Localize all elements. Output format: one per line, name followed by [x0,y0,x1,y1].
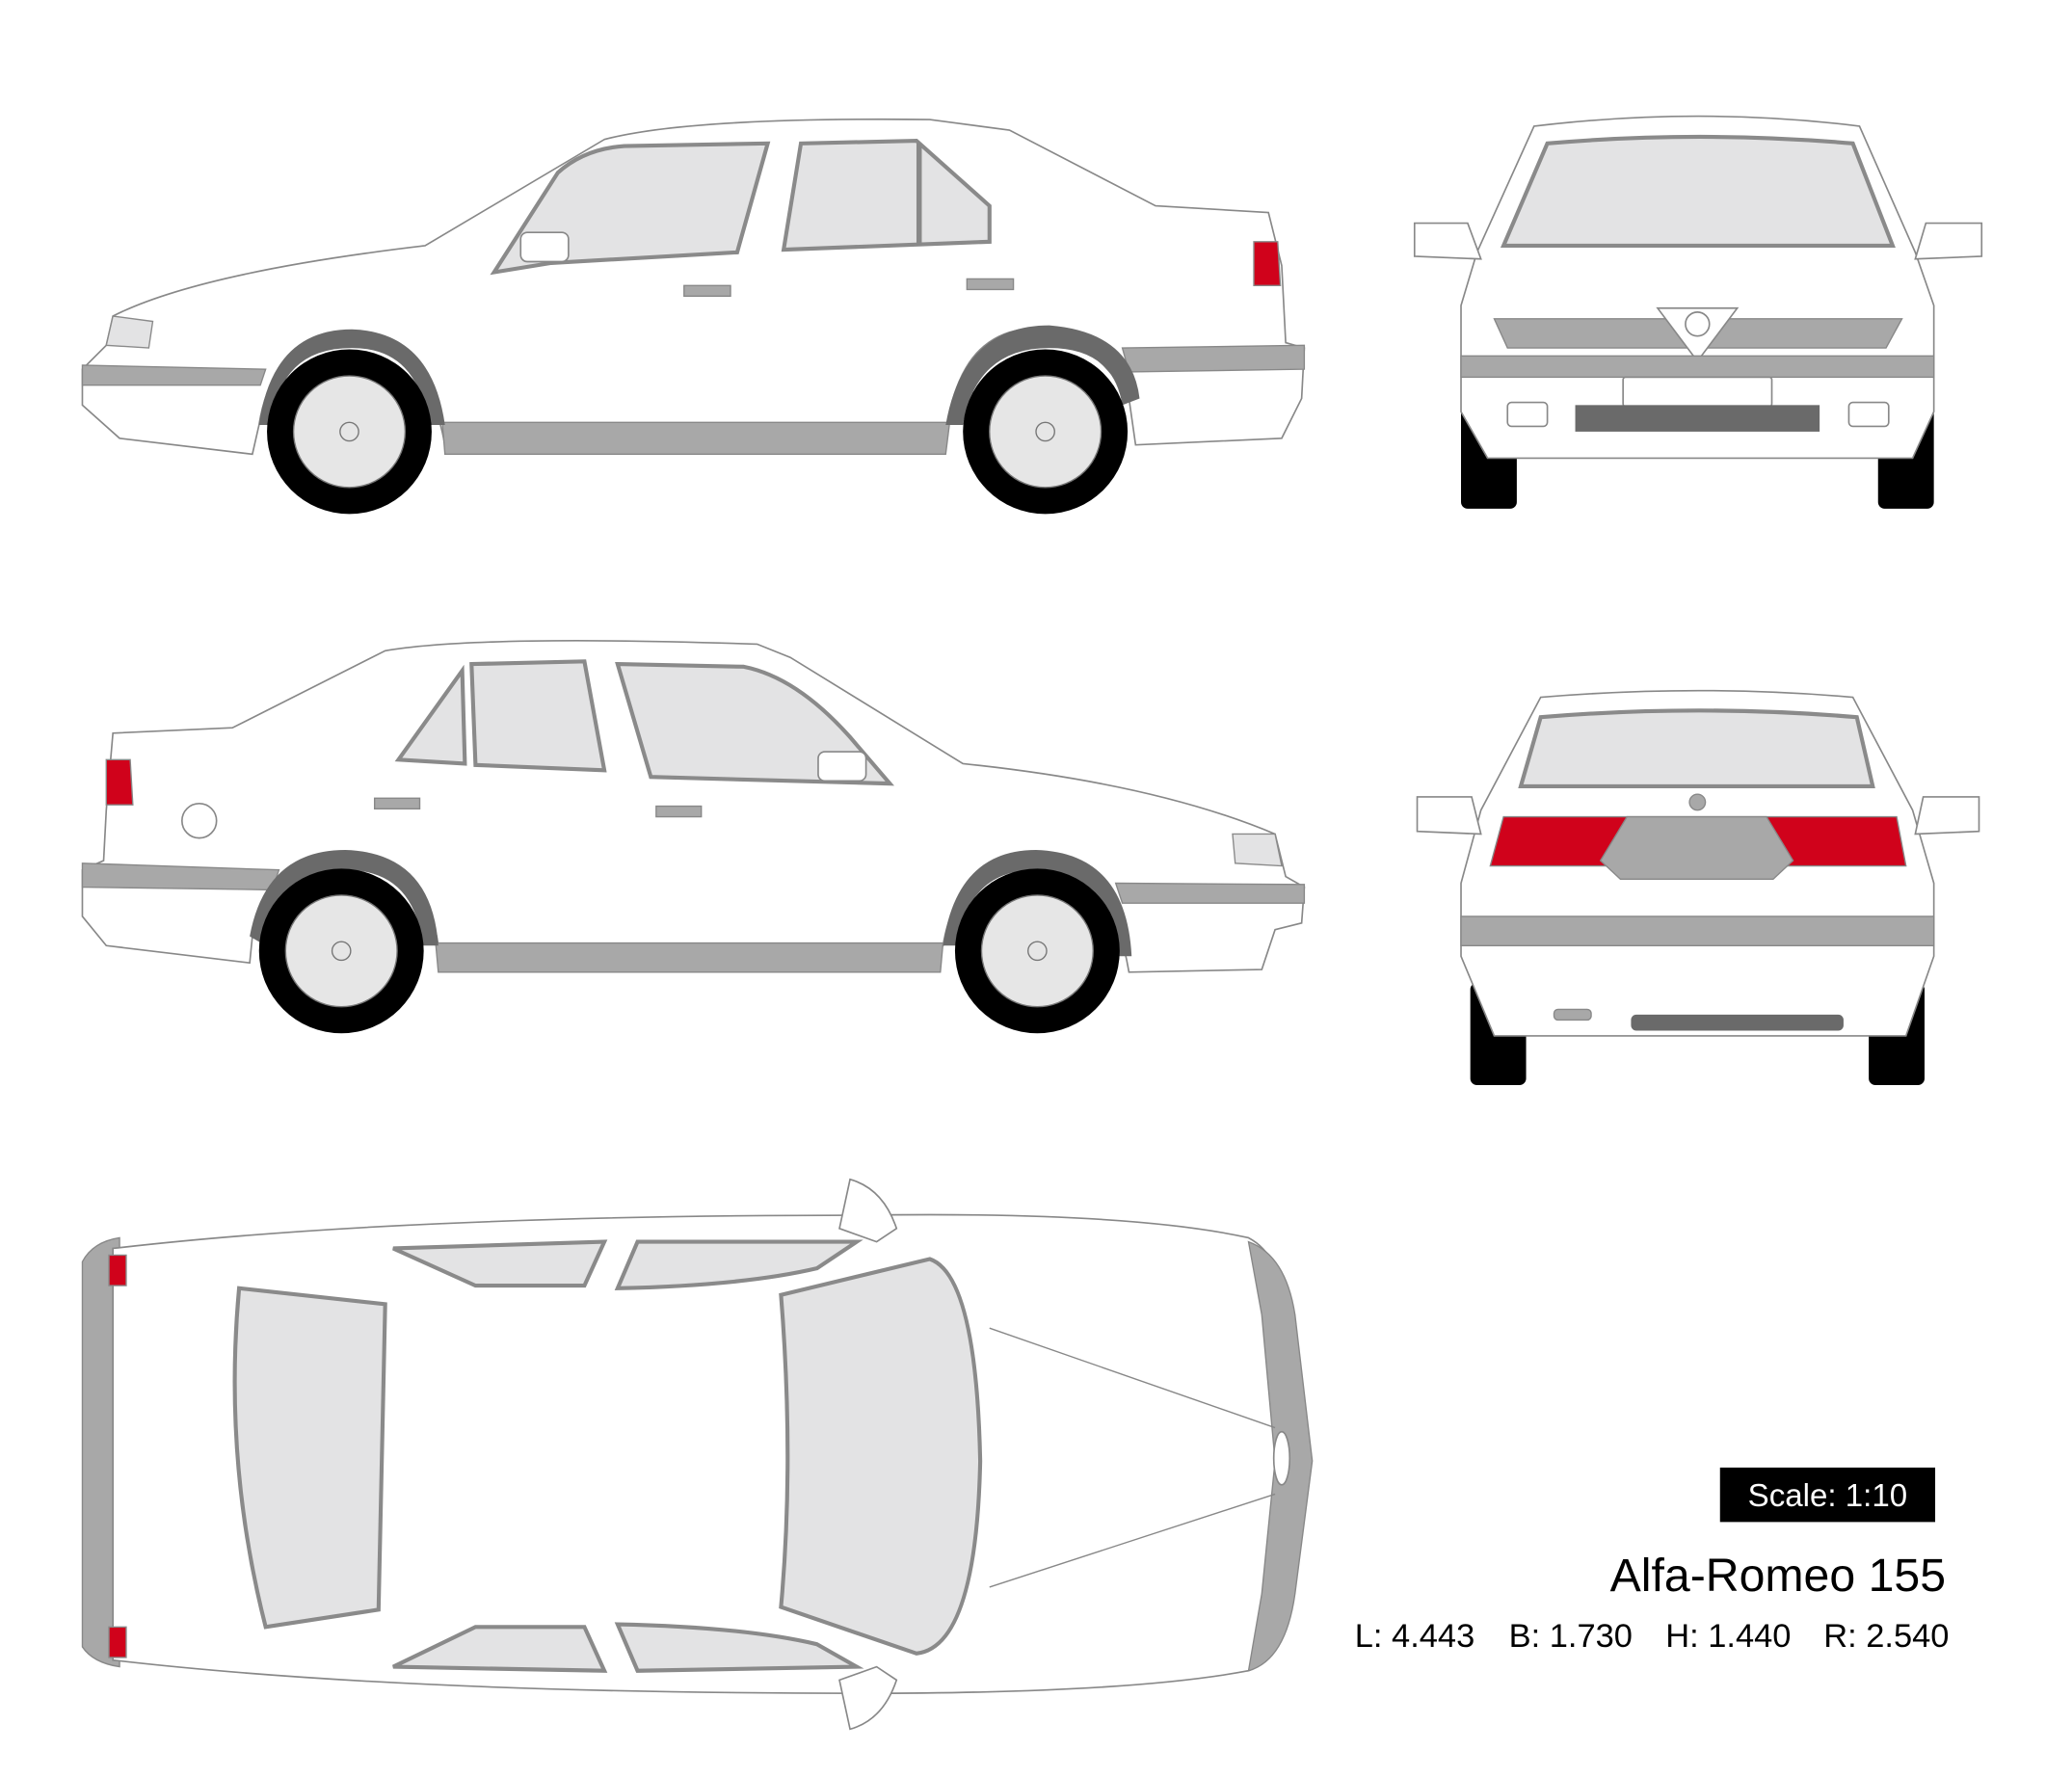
rear-view [1416,689,1980,1085]
model-title: Alfa-Romeo 155 [1610,1550,1946,1602]
dim-height: H: 1.440 [1665,1618,1791,1655]
dim-width: B: 1.730 [1509,1618,1633,1655]
side-view-right [81,640,1306,1034]
side-view-left [81,118,1306,515]
dim-length: L: 4.443 [1355,1618,1474,1655]
scale-label: Scale: 1:10 [1748,1478,1907,1514]
dim-wheelbase: R: 2.540 [1823,1618,1949,1655]
top-view [81,1178,1314,1731]
front-view [1413,115,1983,509]
scale-badge: Scale: 1:10 [1719,1467,1936,1523]
